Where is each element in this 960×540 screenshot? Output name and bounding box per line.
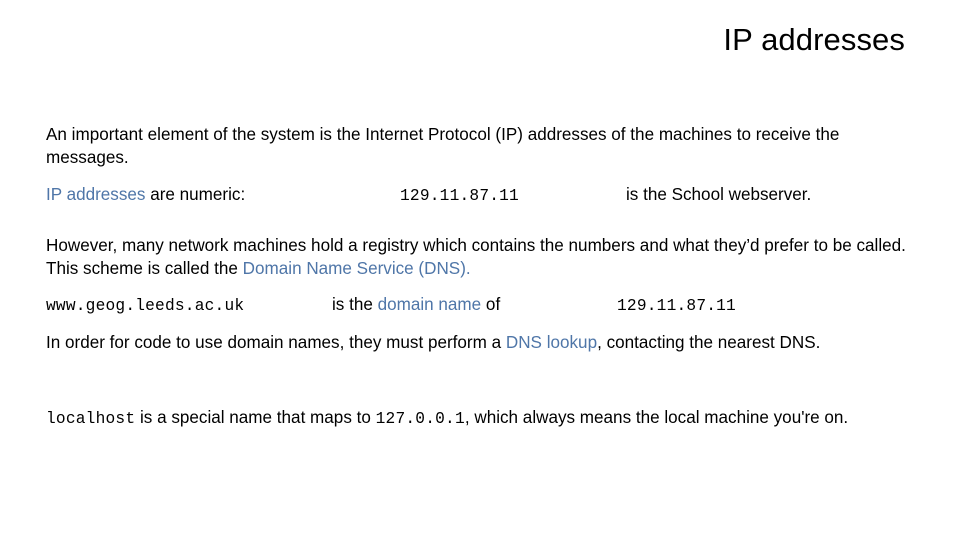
spacer xyxy=(46,318,918,332)
domain-name-accent-text: domain name xyxy=(377,295,482,315)
domain-name-row: www.geog.leeds.ac.uk is the domain name … xyxy=(46,294,918,318)
slide-body: An important element of the system is th… xyxy=(46,124,918,430)
ip-numeric-label: IP addresses are numeric: xyxy=(46,184,400,207)
domain-name-service-accent-text: Domain Name Service (DNS). xyxy=(242,258,471,278)
dns-lookup-paragraph: In order for code to use domain names, t… xyxy=(46,332,918,355)
domain-ip-value: 129.11.87.11 xyxy=(617,297,736,316)
loopback-ip-mono-text: 127.0.0.1 xyxy=(375,409,465,428)
ip-numeric-row: IP addresses are numeric: 129.11.87.11 i… xyxy=(46,184,918,208)
localhost-paragraph: localhost is a special name that maps to… xyxy=(46,407,918,431)
registry-paragraph: However, many network machines hold a re… xyxy=(46,235,918,280)
school-ip-value: 129.11.87.11 xyxy=(400,187,519,206)
dns-lookup-accent-text: DNS lookup xyxy=(505,333,598,353)
domain-name-suffix: of xyxy=(481,295,501,315)
dns-lookup-suffix: , contacting the nearest DNS. xyxy=(597,333,821,353)
ip-numeric-label-rest: are numeric: xyxy=(145,185,246,205)
localhost-prefix: is a special name that maps to xyxy=(135,407,376,427)
dns-lookup-prefix: In order for code to use domain names, t… xyxy=(46,333,506,353)
domain-host-value: www.geog.leeds.ac.uk xyxy=(46,297,245,316)
localhost-mono-text: localhost xyxy=(46,409,136,428)
ip-addresses-accent-text: IP addresses xyxy=(46,185,146,205)
spacer xyxy=(46,280,918,294)
school-webserver-description: is the School webserver. xyxy=(626,185,812,205)
spacer xyxy=(46,208,918,235)
domain-name-midtext: is the domain name of xyxy=(332,294,617,317)
domain-name-prefix: is the xyxy=(332,295,378,315)
intro-paragraph: An important element of the system is th… xyxy=(46,125,840,167)
localhost-suffix: , which always means the local machine y… xyxy=(464,407,849,427)
page-title: IP addresses xyxy=(723,22,905,57)
registry-paragraph-text: However, many network machines hold a re… xyxy=(46,236,906,278)
spacer xyxy=(46,355,918,407)
spacer xyxy=(46,169,918,184)
